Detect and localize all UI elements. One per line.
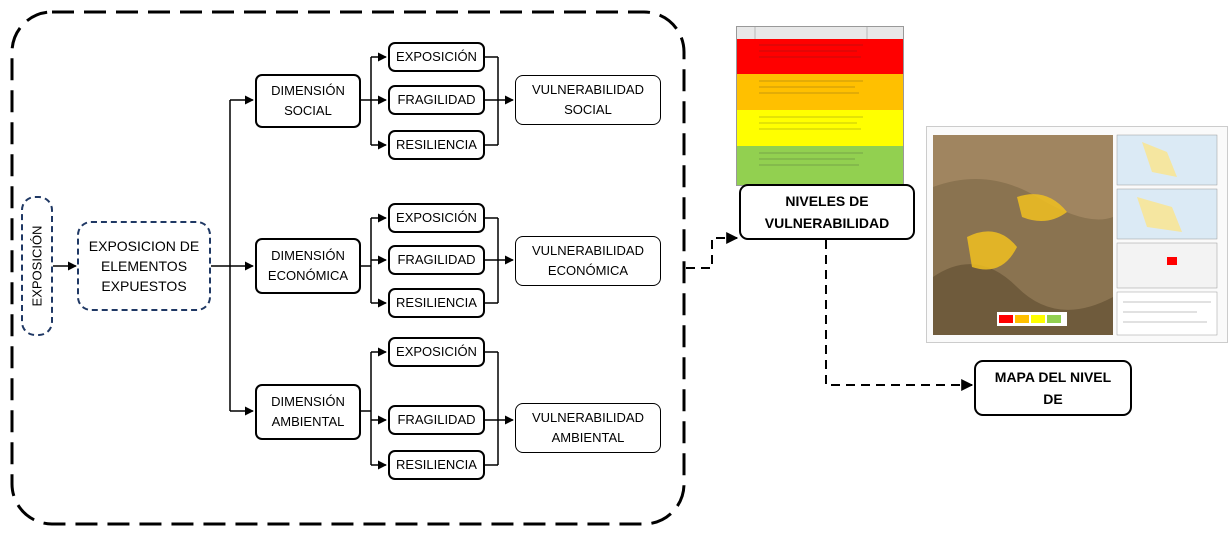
factor-fragilidad-label: FRAGILIDAD: [397, 92, 476, 107]
dimension-economica-label: DIMENSIÓN ECONÓMICA: [267, 248, 349, 283]
vulnerabilidad-ambiental-label: VULNERABILIDAD AMBIENTAL: [532, 410, 644, 445]
vulnerabilidad-economica-label: VULNERABILIDAD ECONÓMICA: [532, 243, 644, 278]
dimension-ambiental-label: DIMENSIÓN AMBIENTAL: [271, 394, 345, 429]
factor-exposicion-box: EXPOSICIÓN: [388, 42, 485, 72]
exposure-elements-box: EXPOSICION DE ELEMENTOS EXPUESTOS: [77, 221, 211, 311]
factor-exposicion-label: EXPOSICIÓN: [396, 49, 477, 64]
dimension-ambiental-box: DIMENSIÓN AMBIENTAL: [255, 384, 361, 440]
dashed-arrow-to-map: [825, 240, 974, 391]
vulnerabilidad-social-box: VULNERABILIDAD SOCIAL: [515, 75, 661, 125]
vulnerabilidad-ambiental-box: VULNERABILIDAD AMBIENTAL: [515, 403, 661, 453]
factor-fragilidad-label: FRAGILIDAD: [397, 252, 476, 267]
factor-fragilidad-label: FRAGILIDAD: [397, 412, 476, 427]
dimension-economica-box: DIMENSIÓN ECONÓMICA: [255, 238, 361, 294]
outer-dashed-frame: [10, 10, 686, 526]
vulnerability-levels-table-thumbnail: [736, 26, 904, 186]
factor-resiliencia-label: RESILIENCIA: [396, 457, 477, 472]
root-exposicion-label: EXPOSICIÓN: [29, 225, 45, 307]
factor-exposicion-box: EXPOSICIÓN: [388, 337, 485, 367]
factor-resiliencia-box: RESILIENCIA: [388, 450, 485, 480]
dimension-social-box: DIMENSIÓN SOCIAL: [255, 74, 361, 128]
factor-fragilidad-box: FRAGILIDAD: [388, 405, 485, 435]
niveles-vulnerabilidad-label: NIVELES DE VULNERABILIDAD: [764, 193, 890, 231]
vulnerabilidad-economica-box: VULNERABILIDAD ECONÓMICA: [515, 236, 661, 286]
factor-exposicion-box: EXPOSICIÓN: [388, 203, 485, 233]
dimension-social-label: DIMENSIÓN SOCIAL: [271, 83, 345, 118]
vulnerabilidad-social-label: VULNERABILIDAD SOCIAL: [532, 82, 644, 117]
factor-exposicion-label: EXPOSICIÓN: [396, 210, 477, 225]
factor-resiliencia-label: RESILIENCIA: [396, 295, 477, 310]
factor-resiliencia-box: RESILIENCIA: [388, 288, 485, 318]
factor-fragilidad-box: FRAGILIDAD: [388, 245, 485, 275]
niveles-vulnerabilidad-box: NIVELES DE VULNERABILIDAD: [739, 184, 915, 240]
exposure-elements-label: EXPOSICION DE ELEMENTOS EXPUESTOS: [88, 238, 200, 294]
factor-resiliencia-box: RESILIENCIA: [388, 130, 485, 160]
factor-resiliencia-label: RESILIENCIA: [396, 137, 477, 152]
mapa-nivel-label: MAPA DEL NIVEL DE: [994, 369, 1112, 407]
vulnerability-map-thumbnail: [926, 126, 1228, 343]
factor-exposicion-label: EXPOSICIÓN: [396, 344, 477, 359]
root-exposicion-box: EXPOSICIÓN: [21, 196, 53, 336]
dashed-arrow-to-levels: [686, 232, 739, 269]
mapa-nivel-box: MAPA DEL NIVEL DE: [974, 360, 1132, 416]
factor-fragilidad-box: FRAGILIDAD: [388, 85, 485, 115]
